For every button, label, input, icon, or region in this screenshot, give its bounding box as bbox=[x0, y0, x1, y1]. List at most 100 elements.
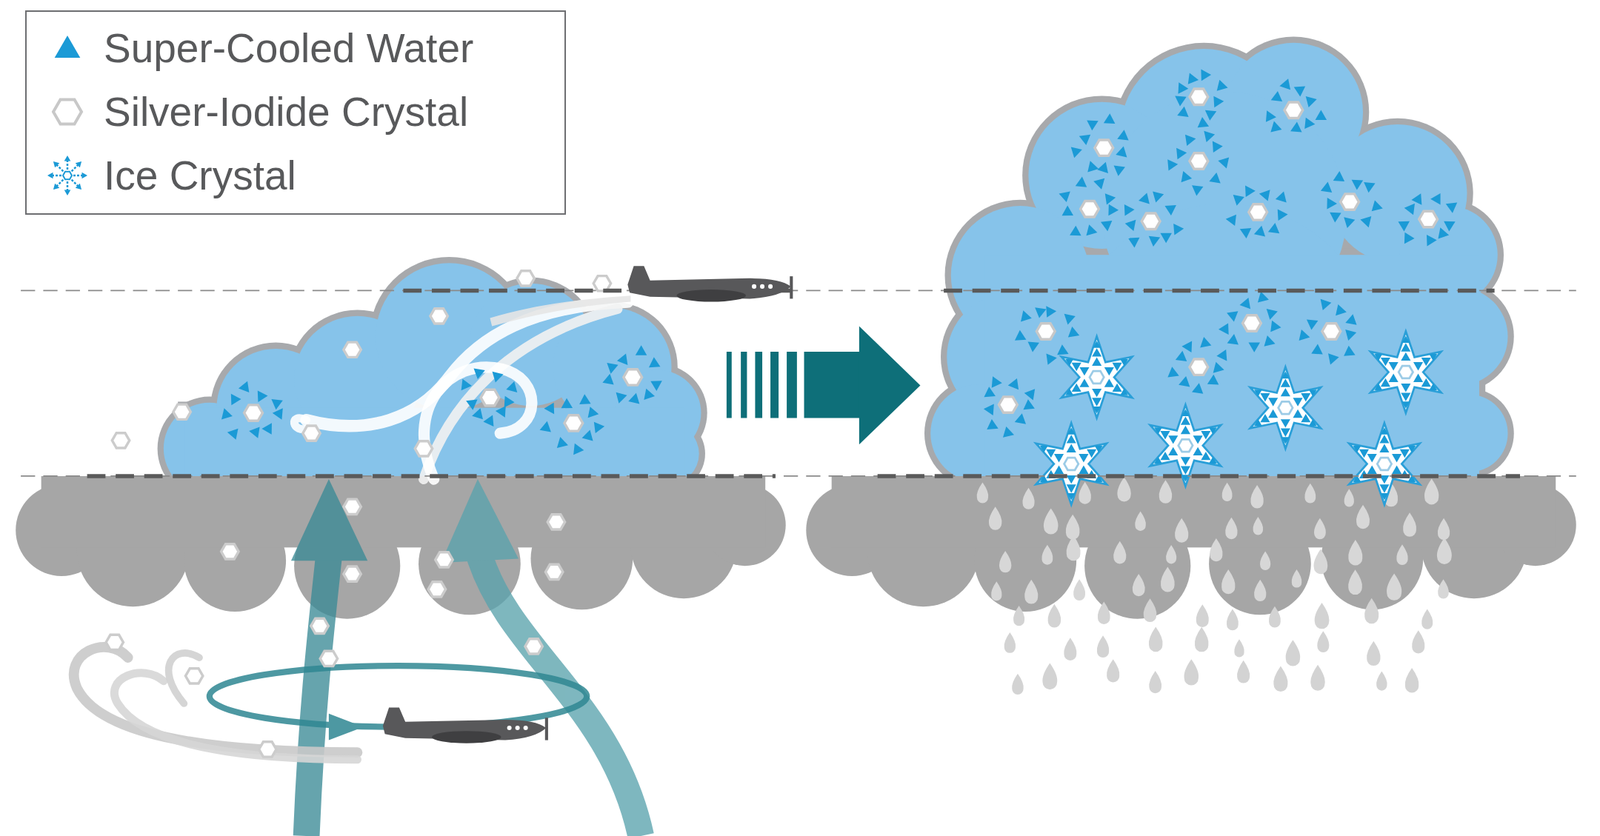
arrow-bar bbox=[754, 351, 763, 418]
supercooled-water bbox=[628, 393, 640, 405]
cloud-outline bbox=[978, 248, 1486, 477]
rain-drop bbox=[1221, 569, 1236, 595]
ice-crystal-part bbox=[1401, 336, 1410, 343]
supercooled-water bbox=[1125, 220, 1137, 232]
supercooled-water bbox=[594, 422, 605, 434]
supercooled-water bbox=[1290, 121, 1302, 132]
rain-drop bbox=[1222, 482, 1233, 502]
arrow-shaft bbox=[804, 351, 862, 418]
wind-curve bbox=[114, 673, 358, 760]
rain-drop bbox=[1226, 609, 1239, 632]
silver-iodide-crystal bbox=[311, 618, 329, 634]
legend-spoke bbox=[73, 174, 83, 178]
rain-drop bbox=[1366, 641, 1381, 666]
rain-drop bbox=[1165, 545, 1177, 564]
rain bbox=[977, 477, 1452, 695]
supercooled-water bbox=[1138, 192, 1150, 204]
rain-drop bbox=[1348, 540, 1363, 566]
ice-crystal-part bbox=[1065, 359, 1074, 366]
ice-crystal-part bbox=[1280, 378, 1291, 387]
orbit-head bbox=[328, 714, 364, 741]
supercooled-water bbox=[473, 368, 485, 380]
silver-iodide-crystal bbox=[435, 552, 453, 568]
supercooled-water bbox=[1240, 297, 1252, 309]
rain-drop bbox=[1024, 580, 1038, 605]
supercooled-water bbox=[1014, 413, 1026, 425]
rain-drop bbox=[1386, 573, 1402, 600]
rain-drop bbox=[991, 581, 1003, 601]
supercooled-water bbox=[1100, 220, 1112, 232]
supercooled-water bbox=[1213, 96, 1224, 108]
ice-crystal-part bbox=[1079, 378, 1089, 387]
silver-iodide-core bbox=[1340, 194, 1360, 210]
silver-iodide-core bbox=[1242, 315, 1262, 332]
ice-crystal-part bbox=[1401, 401, 1410, 409]
ice-crystal-part bbox=[1071, 362, 1082, 372]
rain-drop bbox=[1250, 485, 1264, 509]
cloud-body bbox=[41, 476, 766, 548]
supercooled-water bbox=[1360, 216, 1372, 228]
ice-crystal-part bbox=[1379, 484, 1389, 493]
ice-crystal-part bbox=[1200, 451, 1211, 460]
supercooled-water bbox=[1343, 217, 1355, 229]
ice-crystal-part bbox=[1200, 431, 1211, 440]
supercooled-water bbox=[1404, 203, 1415, 215]
silver-iodide-core bbox=[1036, 323, 1055, 340]
supercooled-water bbox=[1426, 234, 1438, 247]
ice-crystal-part bbox=[1293, 397, 1303, 406]
silver-iodide-core bbox=[1322, 323, 1341, 340]
rain-drop bbox=[1196, 604, 1209, 628]
ice-crystal-part bbox=[1091, 348, 1102, 357]
ice-crystal-part bbox=[1421, 378, 1432, 387]
supercooled-water bbox=[1306, 319, 1318, 330]
supercooled-water bbox=[983, 403, 995, 415]
silver-iodide-crystal bbox=[221, 544, 239, 560]
supercooled-water bbox=[617, 354, 628, 366]
ice-crystal-part bbox=[1268, 409, 1278, 418]
level-line-bold bbox=[87, 474, 776, 479]
rain-drop bbox=[1437, 537, 1452, 565]
silver-iodide-core bbox=[1419, 211, 1438, 227]
supercooled-water bbox=[1103, 113, 1115, 124]
rain-drop bbox=[1143, 598, 1158, 623]
ice-crystal-part bbox=[1353, 445, 1362, 453]
supercooled-water bbox=[1181, 171, 1193, 183]
silver-iodide-core bbox=[1189, 359, 1209, 375]
supercooled-water bbox=[650, 380, 663, 392]
legend-spoke bbox=[66, 160, 69, 170]
supercooled-water bbox=[1160, 233, 1172, 243]
supercooled-water bbox=[1173, 223, 1184, 235]
ice-crystal-part bbox=[1154, 427, 1163, 435]
supercooled-water bbox=[504, 396, 515, 408]
arrow-head bbox=[859, 326, 921, 446]
silver-iodide-core bbox=[1248, 204, 1268, 220]
rain-drop bbox=[1314, 518, 1326, 540]
supercooled-water bbox=[1270, 320, 1281, 332]
supercooled-water bbox=[1213, 362, 1225, 374]
supercooled-water bbox=[1304, 117, 1315, 129]
silver-iodide-crystal bbox=[343, 566, 361, 582]
rain-drop bbox=[1043, 508, 1059, 535]
supercooled-water bbox=[1270, 121, 1282, 133]
rain-drop bbox=[1209, 538, 1223, 562]
silver-iodide-crystal bbox=[430, 308, 448, 324]
supercooled-water bbox=[1167, 366, 1179, 378]
rain-drop bbox=[1041, 545, 1053, 566]
ice-crystal-part bbox=[1120, 359, 1129, 366]
ice-crystal-part bbox=[1091, 357, 1102, 366]
ice-crystal-part bbox=[1168, 435, 1178, 444]
arrow-bar bbox=[770, 351, 779, 418]
ice-crystal-part bbox=[1066, 434, 1077, 443]
supercooled-water bbox=[227, 428, 239, 440]
supercooled-water bbox=[1105, 193, 1116, 205]
rain-drop bbox=[1194, 627, 1209, 653]
supercooled-water bbox=[1022, 399, 1035, 410]
legend-spoke bbox=[57, 180, 63, 186]
rain-drop bbox=[1174, 518, 1189, 543]
ice-crystal-part bbox=[1180, 466, 1191, 475]
supercooled-water bbox=[1265, 110, 1277, 122]
ice-crystal-part bbox=[1067, 493, 1076, 500]
supercooled-water bbox=[1445, 202, 1458, 214]
rain-drop bbox=[1356, 505, 1370, 529]
rain-drop bbox=[1273, 666, 1288, 693]
